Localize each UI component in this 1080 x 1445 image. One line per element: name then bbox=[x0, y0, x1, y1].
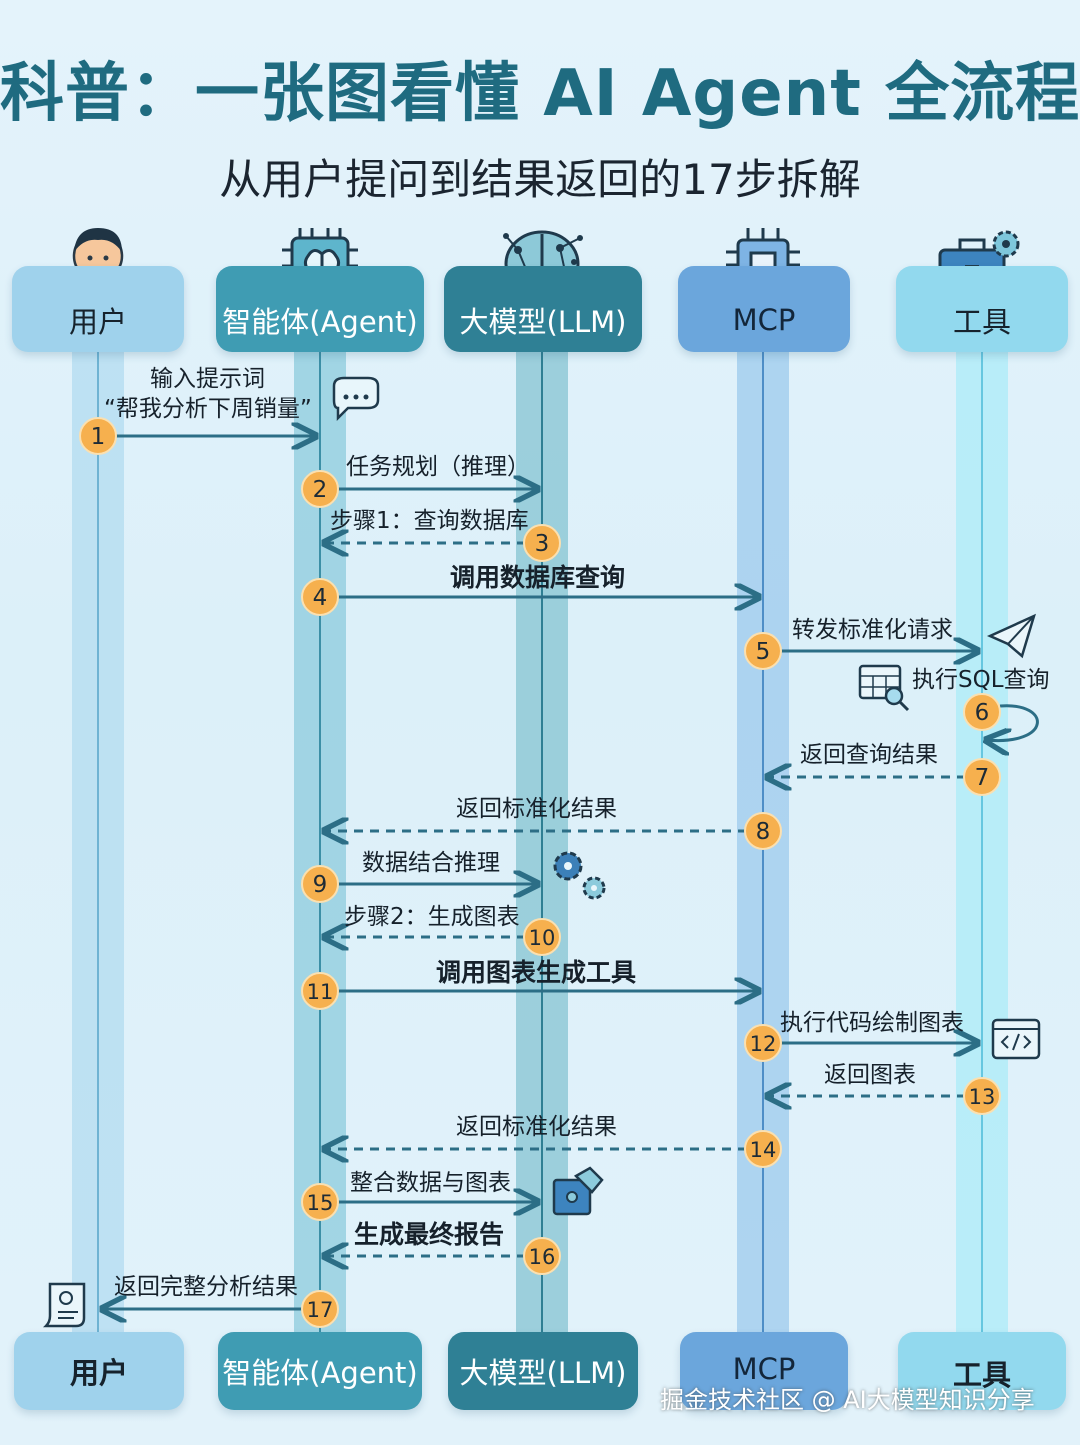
page-title: 科普：一张图看懂 AI Agent 全流程 bbox=[0, 57, 1080, 131]
step-10-badge: 10 bbox=[523, 918, 561, 956]
step-13-label: 返回图表 bbox=[824, 1062, 916, 1088]
gears-icon bbox=[553, 851, 606, 900]
step-17-badge: 17 bbox=[301, 1290, 339, 1328]
step-15-number: 15 bbox=[307, 1191, 334, 1215]
step-17-number: 17 bbox=[307, 1298, 334, 1322]
code-window-icon bbox=[991, 1018, 1041, 1060]
step-5-number: 5 bbox=[756, 639, 771, 665]
step-1-number: 1 bbox=[91, 424, 106, 450]
step-2-badge: 2 bbox=[301, 470, 339, 508]
step-4-number: 4 bbox=[313, 585, 328, 611]
step-13-badge: 13 bbox=[963, 1077, 1001, 1115]
step-5-label: 转发标准化请求 bbox=[792, 617, 953, 643]
step-12-number: 12 bbox=[750, 1032, 777, 1056]
step-1-label: 输入提示词 bbox=[150, 366, 265, 392]
step-14-badge: 14 bbox=[744, 1130, 782, 1168]
step-6-arrow bbox=[986, 704, 1039, 741]
step-3-number: 3 bbox=[535, 531, 550, 557]
lifelines bbox=[72, 350, 1008, 1340]
step-5-badge: 5 bbox=[744, 632, 782, 670]
participant-footer-llm: 大模型(LLM) bbox=[448, 1332, 638, 1410]
step-9-label: 数据结合推理 bbox=[362, 850, 500, 876]
step-3-badge: 3 bbox=[523, 524, 561, 562]
step-9-number: 9 bbox=[313, 872, 328, 898]
participant-footer-user: 用户 bbox=[14, 1332, 184, 1410]
participant-footer-mcp: MCP bbox=[680, 1332, 848, 1410]
step-12-badge: 12 bbox=[744, 1024, 782, 1062]
step-2-label: 任务规划（推理） bbox=[346, 454, 530, 480]
participant-header-user: 用户 bbox=[12, 266, 184, 352]
step-2-number: 2 bbox=[313, 477, 328, 503]
participant-header-llm: 大模型(LLM) bbox=[444, 266, 642, 352]
step-14-number: 14 bbox=[750, 1138, 777, 1162]
step-15-badge: 15 bbox=[301, 1183, 339, 1221]
step-4-badge: 4 bbox=[301, 578, 339, 616]
chat-bubble-icon bbox=[332, 376, 380, 422]
step-17-label: 返回完整分析结果 bbox=[114, 1274, 298, 1300]
participant-footer-tool: 工具 bbox=[898, 1332, 1066, 1410]
step-6-label: 执行SQL查询 bbox=[912, 667, 1050, 693]
participant-header-agent: 智能体(Agent) bbox=[216, 266, 424, 352]
step-4-label: 调用数据库查询 bbox=[450, 563, 626, 592]
step-15-label: 整合数据与图表 bbox=[350, 1170, 511, 1196]
step-11-number: 11 bbox=[307, 980, 334, 1004]
step-7-label: 返回查询结果 bbox=[800, 742, 938, 768]
step-8-number: 8 bbox=[756, 819, 771, 845]
message-arrows bbox=[102, 436, 1039, 1309]
step-7-number: 7 bbox=[975, 765, 990, 791]
step-16-badge: 16 bbox=[523, 1237, 561, 1275]
step-1-quote: “帮我分析下周销量” bbox=[104, 396, 312, 422]
step-3-label: 步骤1：查询数据库 bbox=[330, 508, 529, 534]
watermark: 掘金技术社区 @ AI大模型知识分享 bbox=[660, 1386, 1035, 1414]
step-16-number: 16 bbox=[529, 1245, 556, 1269]
participant-header-mcp: MCP bbox=[678, 266, 850, 352]
participant-footer-agent: 智能体(Agent) bbox=[218, 1332, 422, 1410]
step-9-badge: 9 bbox=[301, 865, 339, 903]
step-8-label: 返回标准化结果 bbox=[456, 796, 617, 822]
paper-plane-icon bbox=[986, 613, 1036, 659]
step-6-badge: 6 bbox=[963, 693, 1001, 731]
participant-header-tool: 工具 bbox=[896, 266, 1068, 352]
step-1-badge: 1 bbox=[79, 417, 117, 455]
step-10-label: 步骤2：生成图表 bbox=[344, 904, 520, 930]
step-8-badge: 8 bbox=[744, 812, 782, 850]
database-search-icon bbox=[858, 664, 910, 712]
report-document-icon bbox=[42, 1282, 86, 1328]
step-11-label: 调用图表生成工具 bbox=[436, 958, 637, 987]
step-7-badge: 7 bbox=[963, 758, 1001, 796]
step-6-number: 6 bbox=[975, 700, 990, 726]
step-13-number: 13 bbox=[969, 1085, 996, 1109]
step-10-number: 10 bbox=[529, 926, 556, 950]
step-11-badge: 11 bbox=[301, 972, 339, 1010]
page-subtitle: 从用户提问到结果返回的17步拆解 bbox=[219, 155, 861, 204]
step-16-label: 生成最终报告 bbox=[354, 1220, 505, 1249]
puzzle-icon bbox=[552, 1166, 604, 1216]
step-12-label: 执行代码绘制图表 bbox=[780, 1010, 964, 1036]
step-14-label: 返回标准化结果 bbox=[456, 1114, 617, 1140]
